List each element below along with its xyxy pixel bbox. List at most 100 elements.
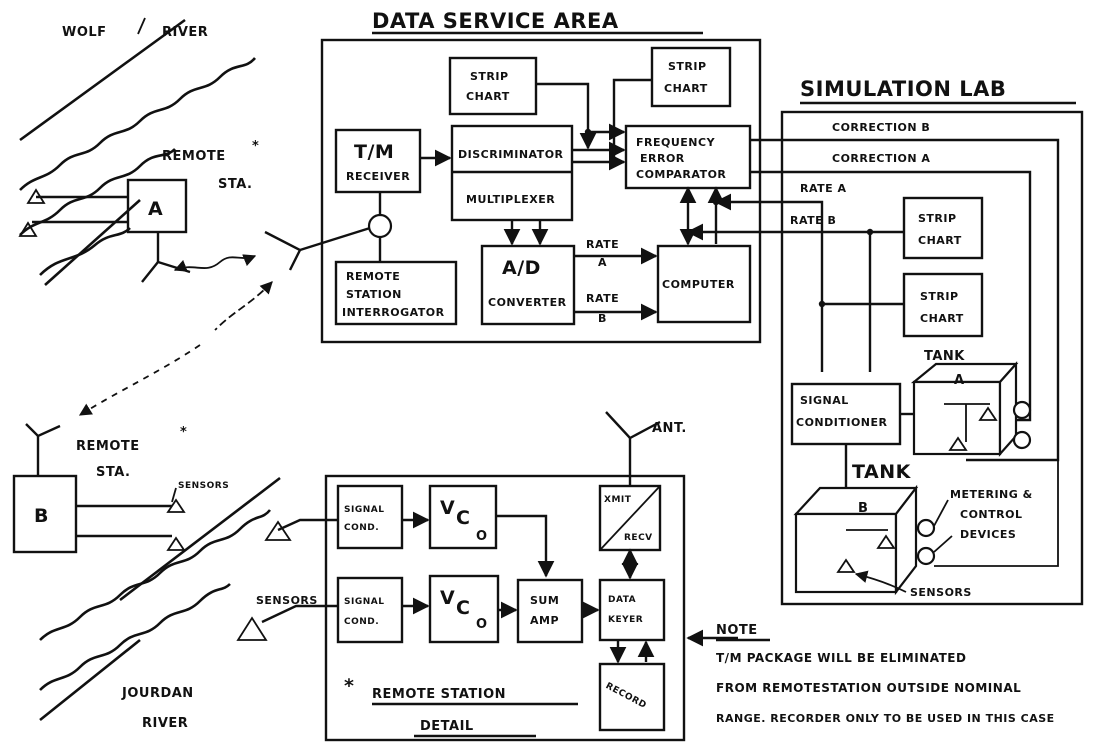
sim-sensors-label: SENSORS	[910, 586, 972, 599]
detail-sc1-line2: COND.	[344, 523, 379, 533]
detail-sc1-line1: SIGNAL	[344, 505, 384, 515]
remote-station-a: REMOTE * STA. A	[18, 139, 259, 283]
detail-sum-amp-line1: SUM	[530, 594, 559, 607]
remote-b-sensors-label: SENSORS	[178, 481, 229, 491]
discriminator-label: DISCRIMINATOR	[458, 148, 564, 161]
data-service-area: DATA SERVICE AREA STRIP CHART STRIP CHAR…	[320, 9, 762, 344]
signal-conditioner-line1: SIGNAL	[800, 394, 849, 407]
note-heading: NOTE	[716, 623, 758, 638]
detail-sum-amp-line2: AMP	[530, 614, 559, 627]
tank-b-device1-icon	[916, 518, 936, 538]
tank-a-sensor1-icon	[978, 406, 998, 421]
jourdan-river-word2: RIVER	[142, 716, 188, 731]
detail-xmit-label: XMIT	[604, 495, 632, 505]
detail-sensor1-icon	[264, 520, 292, 541]
signal-conditioner-line2: CONDITIONER	[796, 416, 888, 429]
sim-strip-chart-2-line2: CHART	[920, 312, 964, 325]
sim-lab-title: SIMULATION LAB	[800, 77, 1006, 101]
tank-b-letter: B	[858, 501, 868, 516]
freq-comp-line1: FREQUENCY	[636, 136, 716, 149]
remote-b-letter: B	[34, 505, 49, 527]
sim-strip-chart-1	[902, 196, 984, 260]
sensor-b2-icon	[166, 536, 186, 551]
sim-rate-a-label: RATE A	[800, 182, 847, 195]
remote-a-asterisk: *	[252, 139, 259, 154]
detail-vco1-v: V	[440, 497, 455, 519]
detail-recorder-label: RECORD	[604, 681, 648, 711]
detail-antenna-label: ANT.	[652, 421, 687, 436]
remote-station-detail: ANT. SENSORS SIGNAL COND. SIGNAL COND. V…	[236, 411, 687, 742]
strip-chart-1-line1: STRIP	[470, 70, 509, 83]
remote-a-label-1: REMOTE	[162, 149, 226, 164]
correction-a-label: CORRECTION A	[832, 152, 930, 165]
signal-conditioner-box	[790, 382, 902, 446]
metering-line3: DEVICES	[960, 528, 1016, 541]
tm-receiver-box	[334, 128, 422, 194]
tank-b-label: TANK	[852, 461, 912, 483]
tank-b-device2-icon	[916, 546, 936, 566]
detail-sensors-label: SENSORS	[256, 594, 318, 607]
tm-receiver-line2: RECEIVER	[346, 170, 410, 183]
sensor-b1-icon	[166, 498, 186, 513]
interrogator-line3: INTERROGATOR	[342, 306, 445, 319]
detail-sc2-line2: COND.	[344, 617, 379, 627]
note-line-1: T/M PACKAGE WILL BE ELIMINATED	[716, 651, 966, 665]
jourdan-river: JOURDAN RIVER	[39, 476, 281, 731]
ad-converter-line2: CONVERTER	[488, 296, 567, 309]
wolf-river: WOLF RIVER	[19, 17, 256, 286]
metering-line2: CONTROL	[960, 508, 1022, 521]
interrogator-box	[334, 260, 458, 326]
detail-title-line2: DETAIL	[420, 719, 474, 734]
detail-vco2-v: V	[440, 587, 455, 609]
sim-strip-chart-1-line1: STRIP	[918, 212, 957, 225]
strip-chart-2-line1: STRIP	[668, 60, 707, 73]
detail-recorder	[598, 662, 666, 732]
detail-keyer-line1: DATA	[608, 595, 636, 605]
wolf-river-word2: RIVER	[162, 25, 208, 40]
sim-rate-b-label: RATE B	[790, 214, 836, 227]
interrogator-line1: REMOTE	[346, 270, 400, 283]
computer-box	[656, 244, 752, 324]
remote-b-label-1: REMOTE	[76, 439, 140, 454]
computer-label: COMPUTER	[662, 278, 735, 291]
tank-b-sensor2-icon	[836, 558, 856, 573]
note-block: NOTE T/M PACKAGE WILL BE ELIMINATED FROM…	[686, 623, 1055, 725]
simulation-lab: SIMULATION LAB CORRECTION B CORRECTION A…	[684, 77, 1084, 606]
detail-data-keyer	[598, 578, 666, 642]
note-line-2: FROM REMOTESTATION OUTSIDE NOMINAL	[716, 681, 1021, 695]
strip-chart-1-line2: CHART	[466, 90, 510, 103]
freq-comp-line2: ERROR	[640, 152, 685, 165]
freq-comp-line3: COMPARATOR	[636, 168, 726, 181]
remote-b-box	[12, 474, 78, 554]
ds-rate-a-1: RATE	[586, 238, 619, 251]
correction-b-label: CORRECTION B	[832, 121, 930, 134]
detail-vco1-c: C	[456, 507, 470, 529]
tank-a-device1-icon	[1012, 400, 1032, 420]
tank-a-icon	[910, 362, 1019, 384]
detail-vco2-c: C	[456, 597, 470, 619]
metering-line1: METERING &	[950, 488, 1033, 501]
sensor-a2-icon	[18, 221, 38, 237]
ds-rate-b-2: B	[598, 312, 607, 325]
jourdan-river-word1: JOURDAN	[121, 686, 194, 701]
remote-a-letter: A	[148, 198, 163, 220]
tank-a-device2-icon	[1012, 430, 1032, 450]
ds-rate-b-1: RATE	[586, 292, 619, 305]
radio-link	[78, 226, 371, 416]
tank-a-letter: A	[954, 373, 965, 388]
detail-signal-cond-1	[336, 484, 404, 550]
interrogator-line2: STATION	[346, 288, 402, 301]
detail-vco1-o: O	[476, 529, 488, 544]
sim-strip-chart-2-line1: STRIP	[920, 290, 959, 303]
tank-a-label: TANK	[924, 349, 965, 364]
strip-chart-2-line2: CHART	[664, 82, 708, 95]
wolf-river-word1: WOLF	[62, 25, 107, 40]
tank-a-sensor2-icon	[948, 436, 968, 451]
remote-b-label-2: STA.	[96, 465, 130, 480]
detail-title-line1: REMOTE STATION	[372, 687, 506, 702]
sensor-a1-icon	[26, 188, 46, 204]
interrogator-switch-icon	[367, 213, 393, 239]
detail-recv-label: RECV	[624, 533, 653, 543]
note-line-3: RANGE. RECORDER ONLY TO BE USED IN THIS …	[716, 712, 1055, 725]
